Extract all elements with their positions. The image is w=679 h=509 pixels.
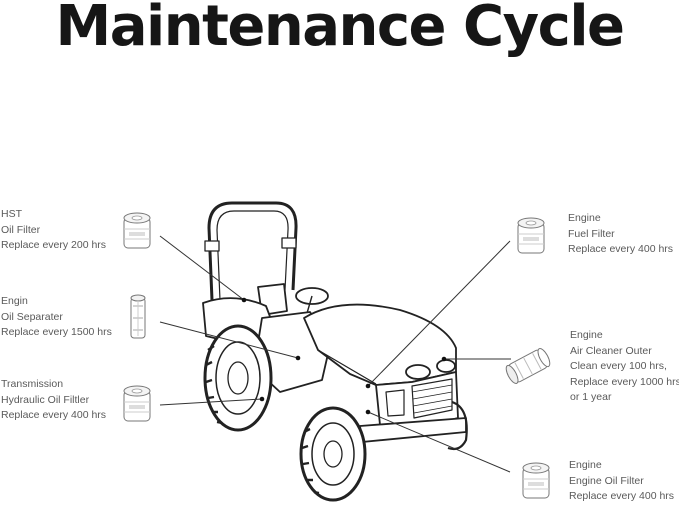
fuel-filter-icon bbox=[517, 217, 545, 254]
hst-oil-filter-icon bbox=[123, 212, 151, 249]
hydraulic-oil-filter-icon bbox=[123, 385, 151, 422]
callout-line-hst-oil-filter bbox=[159, 235, 245, 301]
front-wheel bbox=[299, 406, 367, 502]
callout-line-hydraulic-oil-filter bbox=[159, 398, 263, 406]
callout-line-oil-separater bbox=[159, 321, 299, 359]
oil-separater-icon bbox=[130, 294, 146, 339]
callout-line-fuel-filter bbox=[367, 240, 511, 387]
air-cleaner-outer-label: Engine Air Cleaner Outer Clean every 100… bbox=[570, 329, 679, 403]
hst-oil-filter-label: HST Oil Filter Replace every 200 hrs bbox=[1, 208, 107, 251]
rear-wheel bbox=[203, 324, 273, 432]
fuel-filter-label: Engine Fuel Filter Replace every 400 hrs bbox=[568, 212, 674, 255]
oil-separater-label: Engin Oil Separater Replace every 1500 h… bbox=[1, 295, 112, 338]
page-title: Maintenance Cycle bbox=[55, 0, 626, 59]
callout-line-engine-oil-filter bbox=[367, 411, 511, 473]
hydraulic-oil-filter-label: Transmission Hydraulic Oil Filtler Repla… bbox=[1, 378, 107, 421]
engine-oil-filter-label: Engine Engine Oil Filter Replace every 4… bbox=[569, 459, 675, 502]
air-cleaner-icon bbox=[505, 348, 551, 384]
callout-dots bbox=[241, 297, 447, 415]
tractor-illustration bbox=[202, 201, 468, 502]
callout-lines bbox=[159, 235, 511, 473]
engine-oil-filter-icon bbox=[522, 462, 550, 499]
